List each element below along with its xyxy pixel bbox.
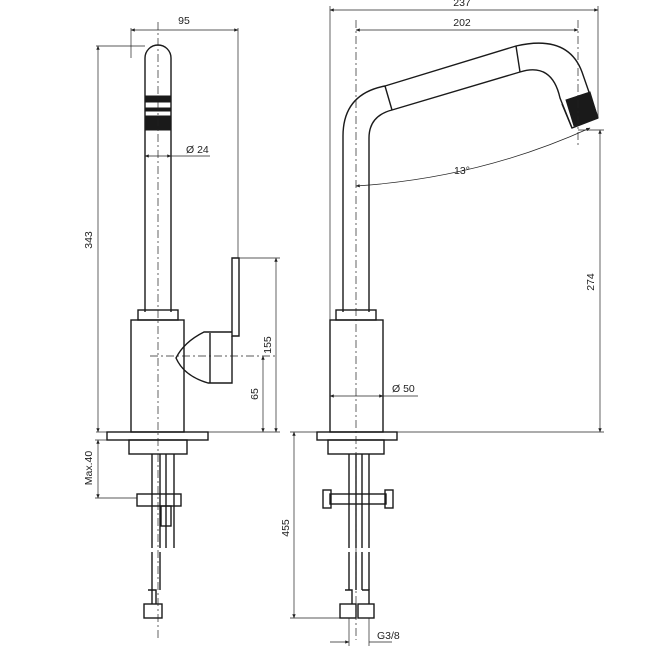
front-handle [231, 257, 240, 337]
front-hoses [151, 552, 161, 590]
dim-counter-thickness: Max.40 [83, 451, 95, 486]
dim-spout-angle: 13° [454, 165, 470, 177]
dim-front-width: 95 [178, 15, 190, 27]
dim-base-height: 65 [249, 388, 261, 400]
side-mounting-studs [348, 454, 370, 548]
front-body [130, 319, 185, 433]
side-hoses [348, 552, 370, 590]
side-view: 237 202 13° 274 Ø 50 455 G3/8 [280, 0, 604, 646]
dim-hose-length: 455 [280, 519, 292, 537]
dim-side-reach-total: 237 [453, 0, 471, 9]
front-view: 95 Ø 24 343 155 65 Max.40 [83, 15, 280, 640]
side-aerator [565, 91, 599, 127]
dim-handle-height: 155 [262, 336, 274, 354]
front-base-plate [106, 431, 209, 441]
side-wing-nut [329, 493, 387, 505]
dim-connection-thread: G3/8 [377, 630, 400, 642]
dim-total-height: 343 [83, 231, 95, 249]
dim-spout-height: 274 [585, 273, 597, 291]
dim-spout-diameter: Ø 24 [186, 144, 209, 156]
side-hose-fittings [339, 603, 357, 619]
front-hose-fitting [143, 603, 163, 619]
front-mounting-studs [151, 454, 175, 548]
side-spout [342, 42, 599, 312]
dim-side-reach-spout: 202 [453, 17, 471, 29]
dim-body-diameter: Ø 50 [392, 383, 415, 395]
side-body [329, 319, 384, 433]
front-mounting-nut [136, 493, 182, 507]
side-base-plate [316, 431, 398, 441]
